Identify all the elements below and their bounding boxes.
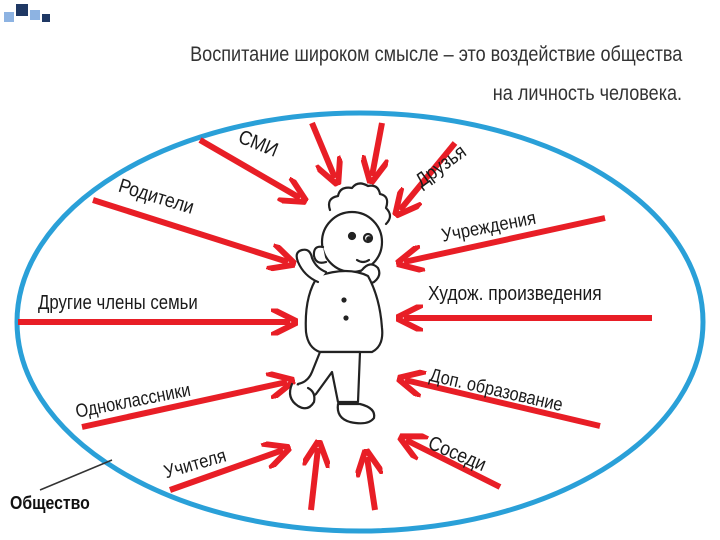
arrow-bottom-center [367,457,375,511]
child-icon [288,182,392,425]
society-pointer-line [39,459,113,491]
label-art-works: Худож. произведения [428,283,602,305]
corner-square-light [30,10,40,20]
corner-square-dark [42,14,50,22]
corner-decoration [0,0,60,30]
arrow-top-left [309,121,335,178]
arrow-smi [198,137,300,198]
arrow-bottom-left [311,448,318,511]
arrows-group [18,121,652,511]
label-other-family: Другие члены семьи [38,292,198,314]
society-label: Общество [10,493,90,513]
society-ellipse [14,110,706,534]
arrow-neighbors [406,440,502,490]
slide-title-line-2: на личность человека. [492,82,682,105]
arrow-teachers [168,450,283,493]
arrow-classmates [81,382,287,430]
arrow-friends [400,141,458,210]
arrow-institutions [404,215,606,262]
arrow-extra-education [405,380,601,429]
arrow-parents [92,197,288,262]
slide-title-line-1: Воспитание широком смысле – это воздейст… [189,43,682,66]
arrow-top-right [372,122,382,176]
corner-square-light [4,12,14,22]
corner-square-dark [16,4,28,16]
